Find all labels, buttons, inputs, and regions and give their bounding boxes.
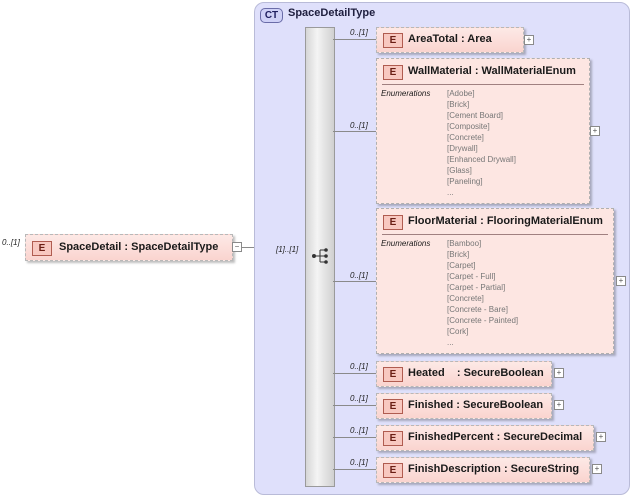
element-finished[interactable]: E Finished : SecureBoolean	[376, 393, 552, 419]
enum-value: [Concrete - Painted]	[447, 316, 519, 325]
connector-line	[333, 373, 376, 374]
enum-value: [Cork]	[447, 327, 469, 336]
enum-value: [Paneling]	[447, 177, 483, 186]
connector-line	[333, 281, 376, 282]
connector-line	[333, 39, 376, 40]
element-finishedpercent[interactable]: E FinishedPercent : SecureDecimal	[376, 425, 594, 451]
element-floormaterial[interactable]: E FloorMaterial : FlooringMaterialEnum E…	[376, 208, 614, 354]
enum-value: ...	[447, 188, 454, 197]
child-multiplicity: 0..[1]	[350, 458, 368, 467]
enum-value: [Glass]	[447, 166, 472, 175]
collapse-icon[interactable]: −	[232, 242, 242, 252]
enum-value: [Adobe]	[447, 89, 475, 98]
child-multiplicity: 0..[1]	[350, 271, 368, 280]
enum-value: [Composite]	[447, 122, 490, 131]
element-badge: E	[383, 367, 403, 382]
element-badge: E	[383, 399, 403, 414]
element-label: FinishDescription : SecureString	[408, 463, 580, 475]
enumeration-list: [Bamboo] [Brick] [Carpet] [Carpet - Full…	[447, 238, 518, 348]
element-badge: E	[32, 241, 52, 256]
expand-icon[interactable]: +	[616, 276, 626, 286]
connector-line	[333, 437, 376, 438]
element-areatotal[interactable]: E AreaTotal : Area	[376, 27, 524, 53]
enum-value: [Enhanced Drywall]	[447, 155, 516, 164]
element-finishdescription[interactable]: E FinishDescription : SecureString	[376, 457, 590, 483]
enum-value: [Brick]	[447, 100, 470, 109]
child-multiplicity: 0..[1]	[350, 28, 368, 37]
enum-value: [Cement Board]	[447, 111, 504, 120]
element-label: AreaTotal : Area	[408, 33, 492, 45]
divider	[382, 84, 584, 85]
enum-value: [Bamboo]	[447, 239, 482, 248]
sequence-multiplicity: [1]..[1]	[276, 245, 299, 254]
expand-icon[interactable]: +	[590, 126, 600, 136]
expand-icon[interactable]: +	[592, 464, 602, 474]
root-multiplicity: 0..[1]	[2, 238, 20, 247]
element-badge: E	[383, 215, 403, 230]
divider	[382, 234, 608, 235]
element-badge: E	[383, 33, 403, 48]
enumerations-title: Enumerations	[381, 239, 431, 248]
expand-icon[interactable]: +	[524, 35, 534, 45]
element-label: Finished : SecureBoolean	[408, 399, 544, 411]
complex-type-title: SpaceDetailType	[288, 7, 376, 19]
child-multiplicity: 0..[1]	[350, 426, 368, 435]
element-label: WallMaterial : WallMaterialEnum	[408, 65, 576, 77]
element-heated[interactable]: E Heated : SecureBoolean	[376, 361, 552, 387]
expand-icon[interactable]: +	[554, 400, 564, 410]
enum-value: ...	[447, 338, 454, 347]
element-label: FinishedPercent : SecureDecimal	[408, 431, 583, 443]
child-multiplicity: 0..[1]	[350, 394, 368, 403]
enumerations-title: Enumerations	[381, 89, 431, 98]
enum-value: [Concrete]	[447, 133, 484, 142]
root-element-box[interactable]: E SpaceDetail : SpaceDetailType	[25, 234, 233, 261]
sequence-icon	[312, 248, 328, 264]
element-label: Heated : SecureBoolean	[408, 367, 544, 379]
enum-value: [Concrete]	[447, 294, 484, 303]
element-label: FloorMaterial : FlooringMaterialEnum	[408, 215, 603, 227]
enum-value: [Drywall]	[447, 144, 478, 153]
connector-line	[333, 131, 376, 132]
enum-value: [Brick]	[447, 250, 470, 259]
enum-value: [Carpet]	[447, 261, 476, 270]
child-multiplicity: 0..[1]	[350, 362, 368, 371]
complex-type-badge: CT	[260, 8, 283, 23]
enum-value: [Concrete - Bare]	[447, 305, 508, 314]
element-wallmaterial[interactable]: E WallMaterial : WallMaterialEnum Enumer…	[376, 58, 590, 204]
root-element-label: SpaceDetail : SpaceDetailType	[59, 241, 219, 253]
enumeration-list: [Adobe] [Brick] [Cement Board] [Composit…	[447, 88, 516, 198]
connector-line	[333, 405, 376, 406]
element-badge: E	[383, 431, 403, 446]
element-badge: E	[383, 463, 403, 478]
expand-icon[interactable]: +	[596, 432, 606, 442]
child-multiplicity: 0..[1]	[350, 121, 368, 130]
expand-icon[interactable]: +	[554, 368, 564, 378]
enum-value: [Carpet - Partial]	[447, 283, 506, 292]
connector-line	[333, 469, 376, 470]
element-badge: E	[383, 65, 403, 80]
enum-value: [Carpet - Full]	[447, 272, 496, 281]
